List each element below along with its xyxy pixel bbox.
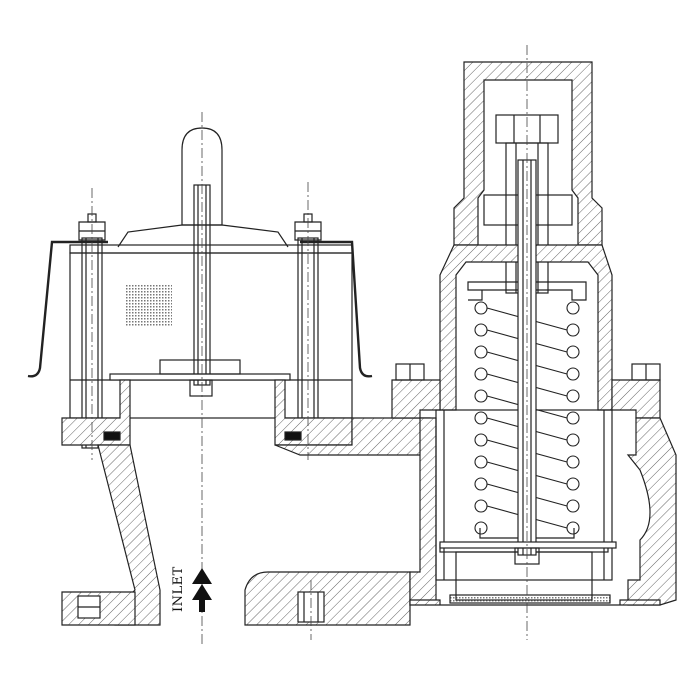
bonnet-flange-right: [611, 379, 661, 419]
seat-ring: [449, 594, 611, 604]
hood-right: [300, 240, 373, 378]
bonnet-flange-left: [391, 379, 441, 419]
inlet-label: INLET: [171, 566, 186, 612]
base-plate: [244, 571, 411, 626]
cover-plate: [117, 224, 289, 248]
vent-pallet: [109, 373, 291, 381]
pressure-pallet: [439, 541, 617, 549]
inlet-arrow-icon: [192, 568, 212, 612]
vent-housing: [69, 252, 353, 419]
body-bottom: [409, 599, 661, 606]
pallet-nut: [189, 379, 213, 397]
center-lines: [91, 45, 528, 645]
screen-mesh: [126, 285, 172, 327]
body-right-wall: [626, 417, 677, 606]
stem-guide-cap: [181, 127, 223, 226]
hood-left: [27, 240, 108, 378]
seat-flange-left: [61, 379, 131, 446]
bonnet-cap: [453, 61, 603, 246]
cover-band: [69, 244, 353, 254]
spring-retainer-top: [467, 281, 587, 301]
